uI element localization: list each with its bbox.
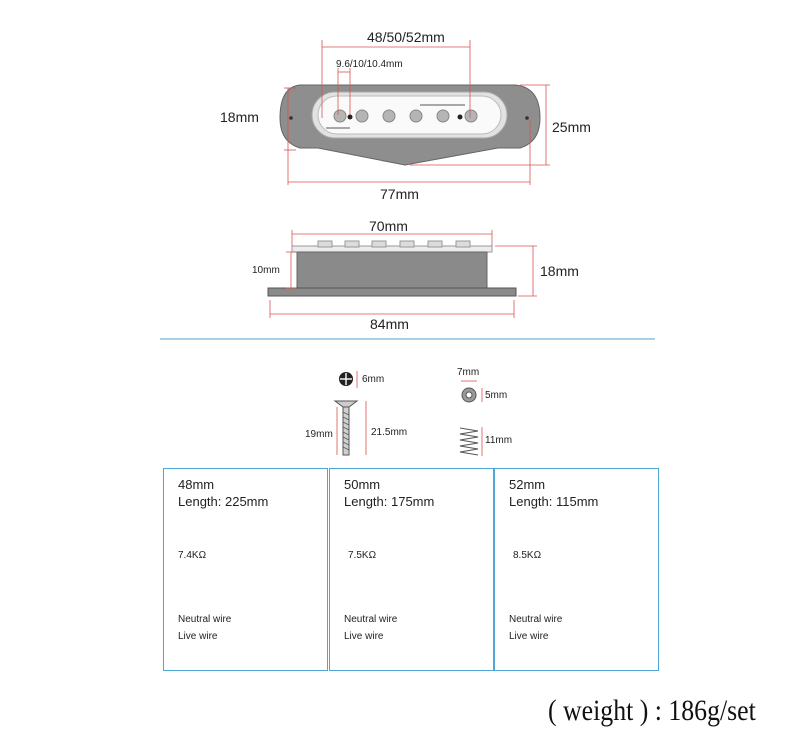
base-length-label: 84mm xyxy=(370,316,409,332)
washer-inner-label: 5mm xyxy=(485,390,508,401)
pickup-side-view xyxy=(267,240,517,297)
neutral-wire-label: Neutral wire xyxy=(344,614,398,625)
panel-size: 52mm xyxy=(509,477,546,492)
total-length-label: 77mm xyxy=(380,186,419,202)
washer-outer-label: 7mm xyxy=(457,367,480,378)
pickup-top-view xyxy=(279,84,541,166)
wire-panel-50mm: 50mm Length: 175mm 7.5KΩ Neutral wire Li… xyxy=(329,468,494,671)
panel-length: Length: 225mm xyxy=(178,494,269,509)
total-height-label: 18mm xyxy=(540,263,579,279)
neutral-wire-label: Neutral wire xyxy=(178,614,232,625)
panel-resistance: 7.4KΩ xyxy=(178,550,207,561)
panel-size: 48mm xyxy=(178,477,215,492)
washer-icon xyxy=(461,380,483,403)
live-wire-label: Live wire xyxy=(509,631,549,642)
spring-icon xyxy=(459,427,483,456)
spring-length-label: 11mm xyxy=(485,435,513,446)
screw-icon xyxy=(333,400,367,456)
neutral-wire-label: Neutral wire xyxy=(509,614,563,625)
side-dimension-lines xyxy=(269,230,537,318)
live-wire-label: Live wire xyxy=(178,631,218,642)
panel-resistance: 8.5KΩ xyxy=(513,550,542,561)
height-left-label: 18mm xyxy=(220,109,259,125)
pole-diameter-label: 9.6/10/10.4mm xyxy=(336,59,403,70)
panel-resistance: 7.5KΩ xyxy=(348,550,377,561)
panel-size: 50mm xyxy=(344,477,381,492)
panel-length: Length: 175mm xyxy=(344,494,435,509)
panel-length: Length: 115mm xyxy=(509,494,599,509)
wire-panel-52mm: 52mm Length: 115mm 8.5KΩ Neutral wire Li… xyxy=(494,468,659,671)
screw-head-icon xyxy=(339,371,358,388)
pole-pieces xyxy=(333,109,478,123)
body-height-label: 10mm xyxy=(252,265,280,276)
weight-label: ( weight ) : 186g/set xyxy=(548,694,756,727)
live-wire-label: Live wire xyxy=(344,631,384,642)
top-dimension-lines xyxy=(284,40,550,185)
screw-shank-label: 19mm xyxy=(305,429,333,440)
screw-head-label: 6mm xyxy=(362,374,385,385)
top-length-label: 70mm xyxy=(369,218,408,234)
screw-total-label: 21.5mm xyxy=(371,427,408,438)
height-right-label: 25mm xyxy=(552,119,591,135)
wire-panel-48mm: 48mm Length: 225mm 7.4KΩ Neutral wire Li… xyxy=(163,468,328,671)
pole-spacing-label: 48/50/52mm xyxy=(367,29,445,45)
